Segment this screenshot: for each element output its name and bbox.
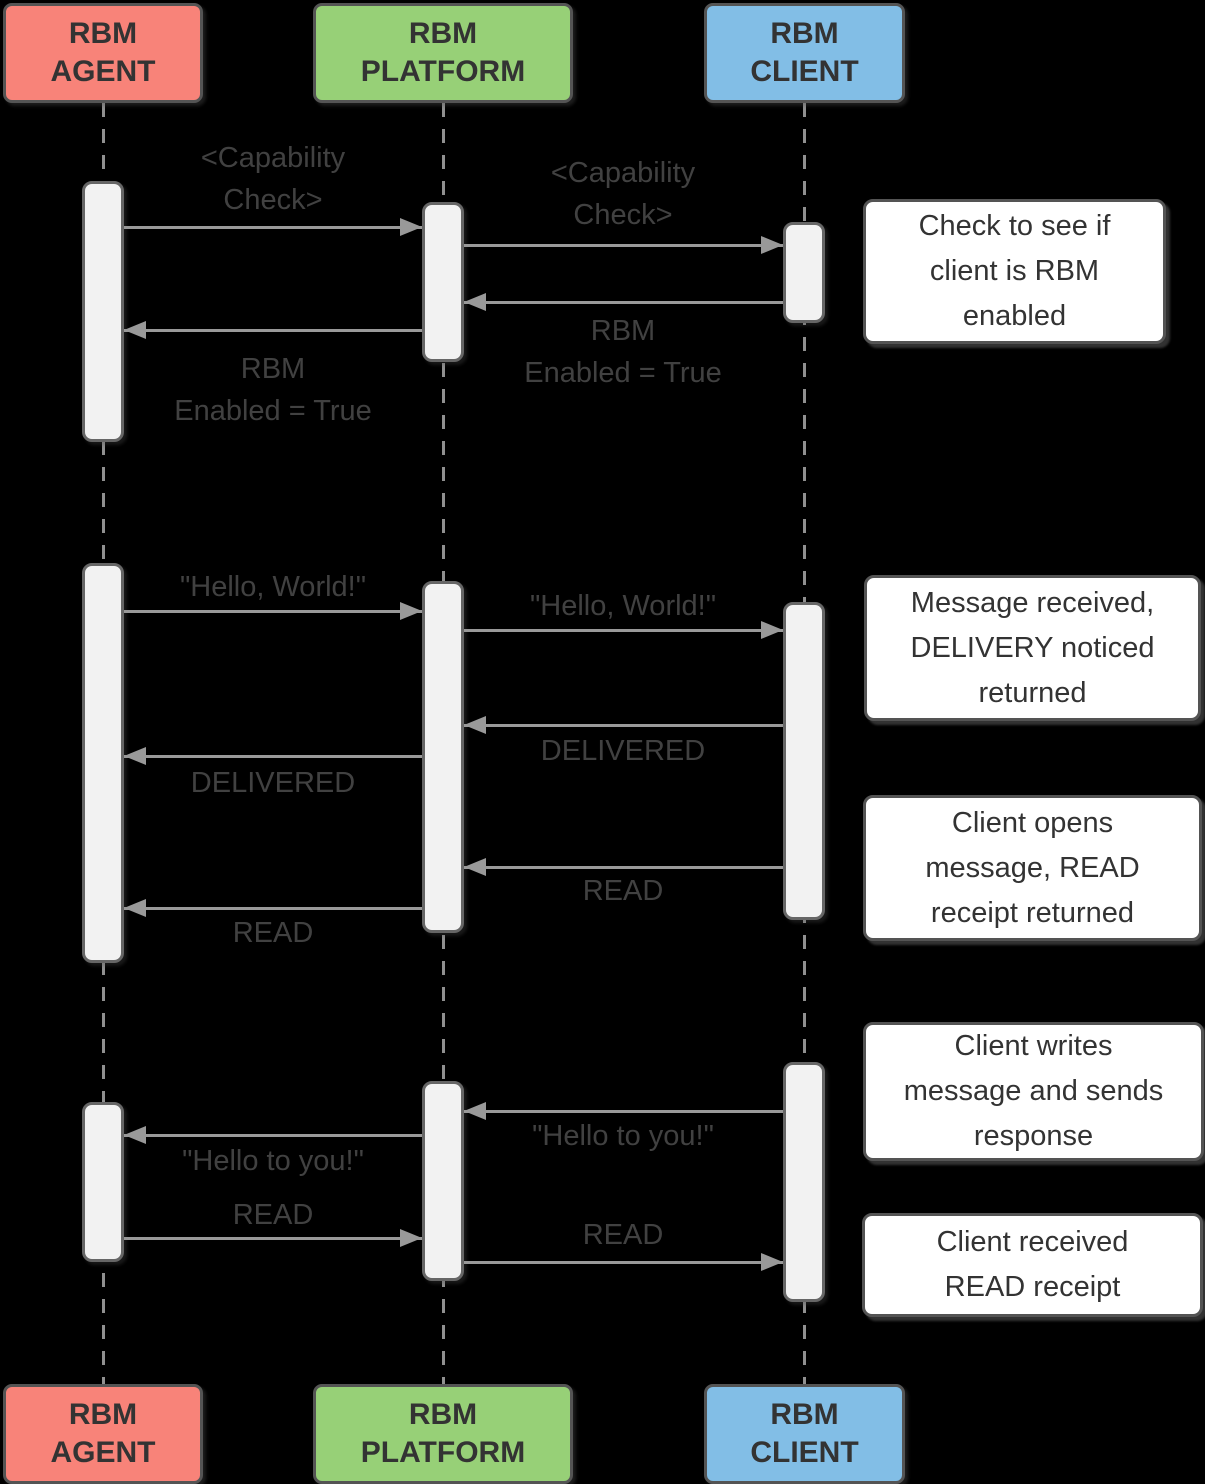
- arrowhead-read-1: [464, 858, 486, 876]
- message-label-hello-world-1: "Hello, World!": [179, 571, 367, 603]
- arrowhead-delivered-2: [124, 747, 146, 765]
- activation-bar-client-8: [783, 1062, 825, 1302]
- message-arrow-rbm-enabled-1: [464, 300, 783, 304]
- message-arrow-hello-to-you-2: [124, 1133, 422, 1137]
- message-label-delivered-2: DELIVERED: [190, 767, 356, 799]
- activation-bar-client-2: [783, 222, 825, 323]
- activation-bar-platform-1: [422, 202, 464, 362]
- message-arrow-hello-to-you-1: [464, 1109, 783, 1113]
- arrowhead-rbm-enabled-1: [464, 293, 486, 311]
- message-label-capability-check-2: <Capability Check>: [550, 157, 696, 231]
- note-read-receipt: Client received READ receipt: [862, 1213, 1203, 1317]
- message-label-rbm-enabled-1: RBM Enabled = True: [524, 315, 722, 389]
- message-arrow-read-3: [124, 1236, 422, 1240]
- arrowhead-hello-to-you-1: [464, 1102, 486, 1120]
- activation-bar-client-5: [783, 602, 825, 920]
- activation-bar-agent-3: [82, 563, 124, 963]
- note-capability-check: Check to see if client is RBM enabled: [863, 199, 1166, 344]
- actor-box-agent-header: RBM AGENT: [3, 3, 203, 103]
- actor-box-agent-footer: RBM AGENT: [3, 1384, 203, 1484]
- message-arrow-read-4: [464, 1260, 783, 1264]
- message-arrow-hello-world-1: [124, 609, 422, 613]
- arrowhead-read-3: [400, 1229, 422, 1247]
- arrowhead-rbm-enabled-2: [124, 321, 146, 339]
- message-arrow-read-2: [124, 906, 422, 910]
- activation-bar-agent-6: [82, 1102, 124, 1262]
- message-label-capability-check-1: <Capability Check>: [200, 142, 346, 216]
- message-label-hello-to-you-1: "Hello to you!": [532, 1120, 714, 1152]
- arrowhead-hello-to-you-2: [124, 1126, 146, 1144]
- message-label-read-4: READ: [582, 1219, 664, 1251]
- actor-box-platform-header: RBM PLATFORM: [313, 3, 573, 103]
- message-arrow-delivered-1: [464, 723, 783, 727]
- note-client-writes: Client writes message and sends response: [863, 1022, 1204, 1161]
- activation-bar-agent-0: [82, 181, 124, 442]
- message-label-read-3: READ: [232, 1199, 314, 1231]
- actor-box-client-footer: RBM CLIENT: [704, 1384, 905, 1484]
- message-label-rbm-enabled-2: RBM Enabled = True: [174, 353, 372, 427]
- note-client-opens: Client opens message, READ receipt retur…: [863, 795, 1202, 941]
- message-arrow-capability-check-2: [464, 243, 783, 247]
- note-message-received: Message received, DELIVERY noticed retur…: [864, 575, 1201, 721]
- message-label-delivered-1: DELIVERED: [540, 735, 706, 767]
- arrowhead-read-4: [761, 1253, 783, 1271]
- arrowhead-capability-check-2: [761, 236, 783, 254]
- message-arrow-capability-check-1: [124, 225, 422, 229]
- arrowhead-delivered-1: [464, 716, 486, 734]
- actor-box-platform-footer: RBM PLATFORM: [313, 1384, 573, 1484]
- message-arrow-hello-world-2: [464, 628, 783, 632]
- arrowhead-read-2: [124, 899, 146, 917]
- message-label-hello-to-you-2: "Hello to you!": [182, 1145, 364, 1177]
- message-label-hello-world-2: "Hello, World!": [529, 590, 717, 622]
- message-arrow-rbm-enabled-2: [124, 328, 422, 332]
- actor-box-client-header: RBM CLIENT: [704, 3, 905, 103]
- message-label-read-1: READ: [582, 875, 664, 907]
- activation-bar-platform-4: [422, 581, 464, 933]
- message-arrow-delivered-2: [124, 754, 422, 758]
- message-arrow-read-1: [464, 865, 783, 869]
- arrowhead-capability-check-1: [400, 218, 422, 236]
- activation-bar-platform-7: [422, 1081, 464, 1281]
- arrowhead-hello-world-1: [400, 602, 422, 620]
- message-label-read-2: READ: [232, 917, 314, 949]
- arrowhead-hello-world-2: [761, 621, 783, 639]
